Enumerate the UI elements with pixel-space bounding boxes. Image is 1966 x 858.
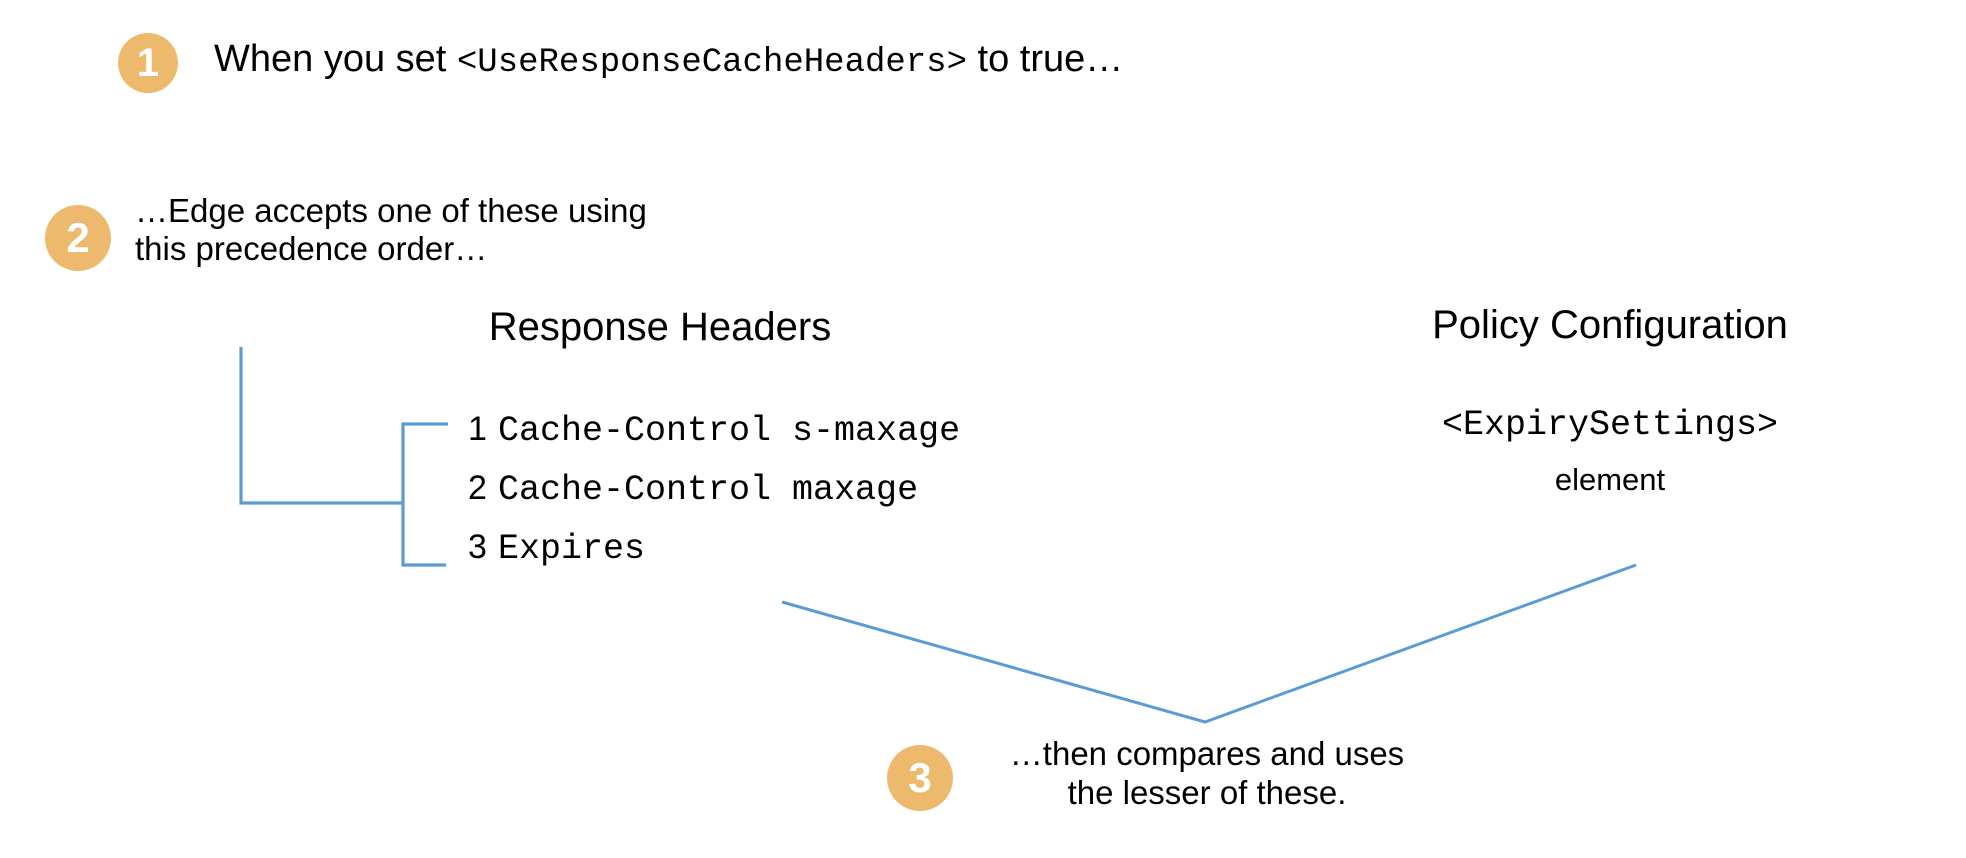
list-item: 3 Expires bbox=[468, 528, 960, 587]
list-item-header-name: Cache-Control s-maxage bbox=[498, 411, 961, 451]
step-2-text: …Edge accepts one of these using this pr… bbox=[135, 192, 647, 268]
list-item-rank: 3 bbox=[468, 528, 487, 566]
list-item: 2 Cache-Control maxage bbox=[468, 469, 960, 528]
step-badge-2: 2 bbox=[45, 205, 111, 271]
response-headers-heading: Response Headers bbox=[488, 305, 832, 349]
list-item-rank: 1 bbox=[468, 410, 487, 448]
step-badge-1: 1 bbox=[118, 33, 178, 93]
step-1-text-suffix: to true… bbox=[967, 38, 1124, 80]
step-1-text-prefix: When you set bbox=[214, 38, 457, 80]
step-badge-3: 3 bbox=[887, 745, 953, 811]
step-3-text: …then compares and uses the lesser of th… bbox=[972, 735, 1442, 813]
response-headers-bracket bbox=[401, 422, 448, 567]
list-item-rank: 2 bbox=[468, 469, 487, 507]
list-item: 1 Cache-Control s-maxage bbox=[468, 410, 960, 469]
policy-configuration-element: <ExpirySettings> bbox=[1441, 405, 1779, 445]
step-1-element-name: <UseResponseCacheHeaders> bbox=[456, 44, 967, 82]
step-3-text-line-1: …then compares and uses bbox=[1009, 735, 1405, 772]
list-item-header-name: Cache-Control maxage bbox=[498, 470, 919, 510]
comparison-v-connector bbox=[781, 563, 1637, 724]
step-1-text: When you set <UseResponseCacheHeaders> t… bbox=[214, 38, 1123, 82]
step-3-text-line-2: the lesser of these. bbox=[1067, 773, 1347, 811]
policy-configuration-element-label: element bbox=[1554, 462, 1666, 497]
list-item-header-name: Expires bbox=[498, 529, 646, 569]
callout-2-connector bbox=[239, 347, 403, 505]
policy-configuration-heading: Policy Configuration bbox=[1432, 303, 1788, 347]
response-headers-list: 1 Cache-Control s-maxage 2 Cache-Control… bbox=[468, 410, 960, 587]
